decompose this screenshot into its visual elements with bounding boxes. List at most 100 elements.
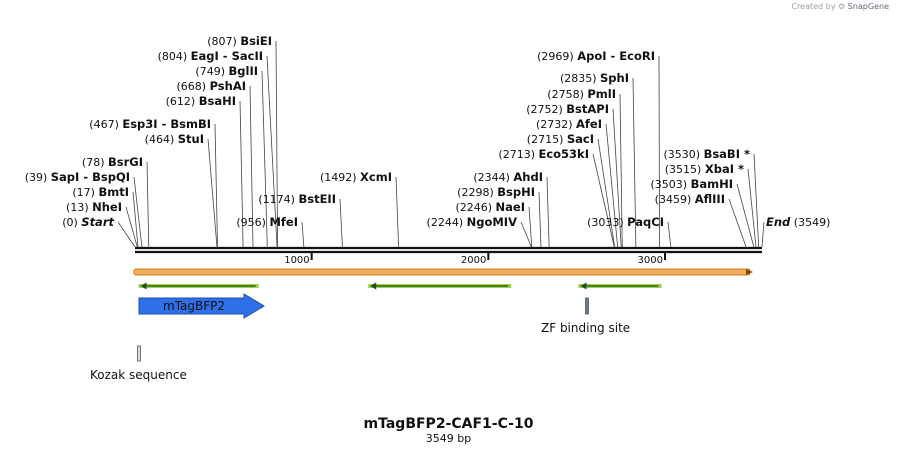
site-label: (17) BmtI (72, 185, 129, 199)
site-position: (612) (166, 95, 199, 108)
feature-kozak-sequence-mark[interactable] (137, 345, 141, 362)
site-label: (1174) BstEII (258, 192, 336, 206)
site-name: BmtI (98, 185, 129, 199)
site-label: (956) MfeI (236, 215, 298, 229)
site-connector-esp3i-bsmbi (214, 123, 218, 248)
site-connector-eco53ki (592, 153, 615, 248)
site-label: (804) EagI - SacII (158, 49, 263, 63)
site-position: (464) (145, 133, 178, 146)
site-label: (2713) Eco53kI (498, 147, 589, 161)
feature-mtagbfp2-label: mTagBFP2 (163, 299, 225, 313)
site-label: (13) NheI (66, 200, 122, 214)
site-connector-start (117, 221, 136, 248)
site-name: AhdI (513, 170, 543, 184)
selection-range-bar[interactable] (133, 268, 751, 276)
site-connector-bamhi (736, 183, 755, 248)
orf-arrow-icon (370, 282, 377, 290)
site-name: BamHI (691, 177, 733, 191)
site-connector-pshai (249, 85, 254, 248)
site-name: AfeI (576, 117, 602, 131)
site-connector-sapi-bspqi (133, 176, 143, 248)
site-label: (1492) XcmI (320, 170, 392, 184)
site-label: (464) StuI (145, 132, 204, 146)
site-label: (3503) BamHI (651, 177, 734, 191)
site-position: (3503) (651, 178, 691, 191)
site-position: (668) (176, 80, 209, 93)
site-label: (3530) BsaBI * (663, 147, 750, 161)
site-label: (2244) NgoMIV (427, 215, 518, 229)
site-name: XbaI * (705, 162, 744, 176)
site-name: PmlI (587, 87, 616, 101)
site-name: StuI (178, 132, 204, 146)
site-connector-xcmi (395, 176, 399, 248)
site-position: (2713) (498, 148, 538, 161)
site-label: (2969) ApoI - EcoRI (537, 49, 655, 63)
site-name: ApoI - EcoRI (577, 49, 655, 63)
site-name: EagI - SacII (191, 49, 263, 63)
site-name: SphI (600, 71, 629, 85)
site-label: (2758) PmlI (547, 87, 616, 101)
site-name: MfeI (269, 215, 298, 229)
feature-zf-binding-site-mark[interactable] (585, 297, 589, 315)
site-position: (467) (89, 118, 122, 131)
site-name: BsiEI (240, 34, 272, 48)
site-label: (668) PshAI (176, 79, 246, 93)
site-name: End (766, 215, 791, 229)
site-connector-bsahi (239, 100, 244, 248)
feature-mtagbfp2-arrow[interactable] (138, 293, 265, 319)
site-connector-eagi-sacii (266, 55, 278, 248)
site-connector-bsphi (538, 191, 542, 248)
site-name: SacI (567, 132, 594, 146)
site-position: (956) (236, 216, 269, 229)
selection-arrow-icon (746, 269, 753, 275)
site-name: NaeI (496, 200, 525, 214)
site-label: (3459) AflIII (655, 192, 725, 206)
orf-arrow-icon (580, 282, 587, 290)
scale-tick-label: 1000 (284, 255, 309, 266)
created-by-credit: Created by ⚙ SnapGene (791, 2, 889, 11)
site-position: (2246) (455, 201, 495, 214)
site-position: (807) (207, 35, 240, 48)
site-position: (2758) (547, 88, 587, 101)
site-connector-nhei (125, 206, 138, 248)
site-position: (1492) (320, 171, 360, 184)
site-label: (78) BsrGI (82, 155, 143, 169)
site-connector-ahdi (546, 176, 550, 248)
feature-kozak-sequence-label: Kozak sequence (90, 368, 187, 382)
site-connector-afei (605, 123, 619, 248)
site-label-end: End (3549) (766, 215, 830, 229)
site-label: (2246) NaeI (455, 200, 525, 214)
site-name: BstEII (298, 192, 336, 206)
site-name: BglII (229, 64, 259, 78)
site-position: (2969) (537, 50, 577, 63)
site-label: (39) SapI - BspQI (25, 170, 130, 184)
site-connector-stui (207, 138, 218, 248)
map-length-label: 3549 bp (425, 432, 472, 445)
site-connector-paqci (667, 221, 672, 248)
site-name: BsrGI (108, 155, 143, 169)
site-connector-bstapi (612, 108, 622, 248)
site-label: (2298) BspHI (457, 185, 535, 199)
site-name: PshAI (210, 79, 246, 93)
site-connector-sphi (632, 77, 637, 248)
snapgene-logo-text: SnapGene (847, 2, 889, 11)
site-name: XcmI (360, 170, 392, 184)
site-name: NheI (92, 200, 122, 214)
site-label: (467) Esp3I - BsmBI (89, 117, 211, 131)
site-connector-mfei (301, 221, 305, 248)
site-label: (3515) XbaI * (665, 162, 744, 176)
site-connector-bsrgi (146, 161, 150, 248)
site-name: BsaHI (199, 94, 236, 108)
site-label: (612) BsaHI (166, 94, 236, 108)
site-position: (39) (25, 171, 51, 184)
site-name: Esp3I - BsmBI (122, 117, 211, 131)
site-connector-bsiei (275, 40, 278, 248)
site-position: (2752) (526, 103, 566, 116)
site-position: (3459) (655, 193, 695, 206)
site-connector-ngomiv (520, 221, 532, 248)
site-connector-afliii (728, 198, 747, 248)
site-name: PaqCI (627, 215, 664, 229)
site-label: (2835) SphI (560, 71, 629, 85)
site-name: NgoMIV (467, 215, 517, 229)
